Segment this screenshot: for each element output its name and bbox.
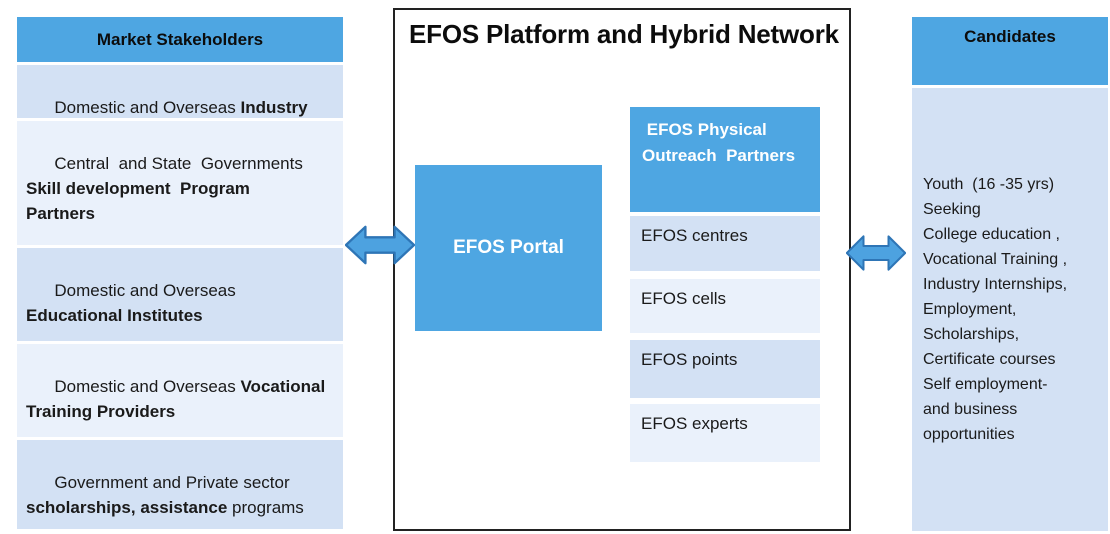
stakeholder-row-vocational: Domestic and Overseas Vocational Trainin… <box>17 344 343 437</box>
row-text: Government and Private sector <box>54 473 290 492</box>
outreach-item-label: EFOS experts <box>641 414 748 433</box>
candidates-body-text: Youth (16 -35 yrs) Seeking College educa… <box>923 176 1068 443</box>
outreach-item-experts: EFOS experts <box>630 404 820 462</box>
efos-portal-box: EFOS Portal <box>415 165 602 331</box>
row-text-bold: Vocational Training Providers <box>26 377 326 421</box>
stakeholder-row-governments: Central and State Governments Skill deve… <box>17 121 343 245</box>
row-text: Central and State Governments <box>54 154 303 173</box>
outreach-item-centres: EFOS centres <box>630 216 820 271</box>
row-text: Domestic and Overseas <box>54 281 236 300</box>
outreach-partners-column: EFOS Physical Outreach Partners EFOS cen… <box>630 107 820 462</box>
market-stakeholders-title: Market Stakeholders <box>96 29 264 49</box>
stakeholder-row-scholarships: Government and Private sector scholarshi… <box>17 440 343 529</box>
row-text-bold: Industry <box>240 98 308 117</box>
stakeholder-row-industry: Domestic and Overseas Industry <box>17 65 343 118</box>
left-double-arrow-icon <box>345 222 415 268</box>
row-text-bold: scholarships, assistance <box>26 498 228 517</box>
platform-title: EFOS Platform and Hybrid Network <box>409 19 839 49</box>
candidates-title: Candidates <box>964 27 1056 46</box>
row-text-bold: Educational Institutes <box>26 306 203 325</box>
efos-portal-label: EFOS Portal <box>453 237 564 258</box>
outreach-item-label: EFOS points <box>641 350 738 369</box>
market-stakeholders-panel: Market Stakeholders Domestic and Oversea… <box>17 17 343 532</box>
outreach-partners-header: EFOS Physical Outreach Partners <box>630 107 820 212</box>
stakeholder-row-educational: Domestic and Overseas Educational Instit… <box>17 248 343 341</box>
right-double-arrow-icon <box>846 232 906 274</box>
outreach-item-cells: EFOS cells <box>630 279 820 333</box>
outreach-item-points: EFOS points <box>630 340 820 398</box>
row-text: Domestic and Overseas <box>54 98 241 117</box>
row-text-bold: Skill development Program Partners <box>26 179 250 223</box>
candidates-header: Candidates <box>912 17 1108 85</box>
market-stakeholders-header: Market Stakeholders <box>17 17 343 62</box>
row-text: programs <box>227 498 304 517</box>
outreach-item-label: EFOS cells <box>641 289 727 308</box>
efos-platform-box: EFOS Platform and Hybrid Network EFOS Po… <box>393 8 851 531</box>
row-text: Domestic and Overseas <box>54 377 241 396</box>
candidates-panel: Candidates Youth (16 -35 yrs) Seeking Co… <box>912 17 1108 531</box>
candidates-body: Youth (16 -35 yrs) Seeking College educa… <box>912 88 1108 531</box>
outreach-item-label: EFOS centres <box>641 226 748 245</box>
